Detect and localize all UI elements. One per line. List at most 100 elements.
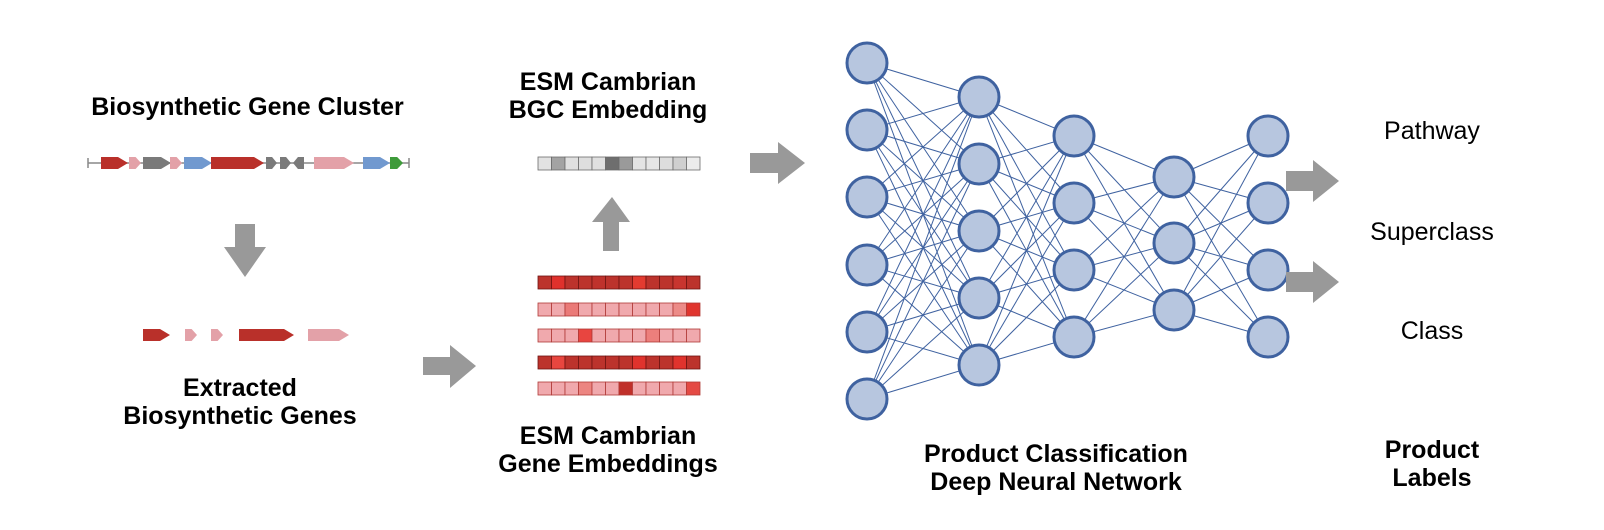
network-edge <box>1073 176 1175 271</box>
gene-embedding-cell <box>578 355 593 370</box>
dnn-title-line1: Product Classification <box>924 440 1188 468</box>
gene-embedding-cell <box>578 381 593 396</box>
arrow-up-icon <box>592 197 630 251</box>
gene-arrow <box>266 157 277 169</box>
dnn-title-line2: Deep Neural Network <box>930 468 1182 496</box>
gene-arrow <box>293 157 304 169</box>
gene-embedding-cell <box>618 381 633 396</box>
gene-embedding-cell <box>618 302 633 317</box>
network-node <box>1052 114 1096 158</box>
gene-arrow <box>129 157 141 169</box>
gene-embedding-cell <box>551 275 566 290</box>
network-edge <box>1173 202 1269 311</box>
embedding-cell <box>605 156 620 171</box>
gene-embedding-cell <box>672 381 687 396</box>
gene-embedding-cell <box>645 328 660 343</box>
network-node <box>845 377 889 421</box>
flow-arrows <box>224 142 1339 388</box>
gene-embedding-cell <box>659 275 674 290</box>
network-node <box>845 108 889 152</box>
gene-embedding-cell <box>686 328 701 343</box>
output-label-class: Class <box>1400 317 1464 345</box>
gene-embedding-cell <box>537 381 552 396</box>
gene-arrow <box>170 157 182 169</box>
network-node <box>957 343 1001 387</box>
gene-arrow <box>184 157 212 169</box>
gene-embedding-cell <box>564 275 579 290</box>
network-edge <box>866 96 980 198</box>
gene-embedding-cell <box>645 302 660 317</box>
gene-embedding-cell <box>659 302 674 317</box>
network-edge <box>866 96 980 333</box>
network-node <box>1052 248 1096 292</box>
gene-embedding-cell <box>591 275 606 290</box>
arrow-right-icon <box>423 345 476 388</box>
gene-embedding-cell <box>632 328 647 343</box>
output-label-pathway: Pathway <box>1384 117 1480 145</box>
network-node <box>1152 288 1196 332</box>
extracted-gene-arrow <box>211 329 223 341</box>
embedding-cell <box>578 156 593 171</box>
gene-embeddings-title-line1: ESM Cambrian <box>519 422 697 450</box>
network-edge <box>978 269 1075 366</box>
network-node <box>1246 315 1290 359</box>
network-edge <box>1073 176 1175 338</box>
gene-embedding-cell <box>659 381 674 396</box>
product-labels-title-line2: Labels <box>1392 464 1472 492</box>
gene-embedding-cell <box>645 381 660 396</box>
gene-embedding-cell <box>591 381 606 396</box>
network-node <box>1246 181 1290 225</box>
embedding-cell <box>632 156 647 171</box>
network-edge <box>1173 135 1269 311</box>
gene-arrow <box>280 157 291 169</box>
embedding-cell <box>537 156 552 171</box>
network-edge <box>866 96 980 266</box>
network-node <box>1152 221 1196 265</box>
arrow-right-icon <box>1286 261 1339 303</box>
network-node <box>957 142 1001 186</box>
gene-embedding-cell <box>605 275 620 290</box>
gene-cluster-track <box>87 157 410 169</box>
gene-arrow <box>143 157 171 169</box>
extracted-genes-track <box>143 329 349 341</box>
bgc-embedding-title-line1: ESM Cambrian <box>519 68 697 96</box>
gene-arrow <box>314 157 354 169</box>
gene-embedding-cell <box>672 302 687 317</box>
gene-embedding-cell <box>591 328 606 343</box>
gene-embedding-cell <box>632 381 647 396</box>
gene-embedding-cell <box>605 302 620 317</box>
bgc-embedding-title-line2: BGC Embedding <box>508 96 708 124</box>
extracted-gene-arrow <box>239 329 294 341</box>
network-edge <box>978 135 1075 366</box>
embedding-cell <box>618 156 633 171</box>
network-node <box>957 276 1001 320</box>
gene-embedding-cell <box>605 328 620 343</box>
gene-embedding-cell <box>686 275 701 290</box>
gene-embedding-cell <box>618 355 633 370</box>
network-node <box>957 75 1001 119</box>
network-edge <box>1173 135 1269 244</box>
gene-embedding-cell <box>564 328 579 343</box>
gene-embedding-cell <box>564 302 579 317</box>
embedding-cell <box>564 156 579 171</box>
network-edge <box>1073 242 1175 338</box>
gene-embedding-cell <box>551 328 566 343</box>
gene-embedding-cell <box>645 275 660 290</box>
network-edge <box>978 135 1075 232</box>
gene-embedding-cell <box>686 302 701 317</box>
gene-embedding-cell <box>659 355 674 370</box>
network-node <box>845 243 889 287</box>
gene-embedding-cell <box>618 328 633 343</box>
gene-embedding-cell <box>645 355 660 370</box>
embedding-cell <box>686 156 701 171</box>
embedding-cell <box>551 156 566 171</box>
network-node <box>957 209 1001 253</box>
network-node <box>1246 248 1290 292</box>
gene-embedding-cell <box>564 355 579 370</box>
gene-embedding-cell <box>659 328 674 343</box>
arrow-down-icon <box>224 224 266 277</box>
gene-embedding-cell <box>632 275 647 290</box>
network-edge <box>866 297 980 400</box>
gene-embedding-cell <box>578 302 593 317</box>
